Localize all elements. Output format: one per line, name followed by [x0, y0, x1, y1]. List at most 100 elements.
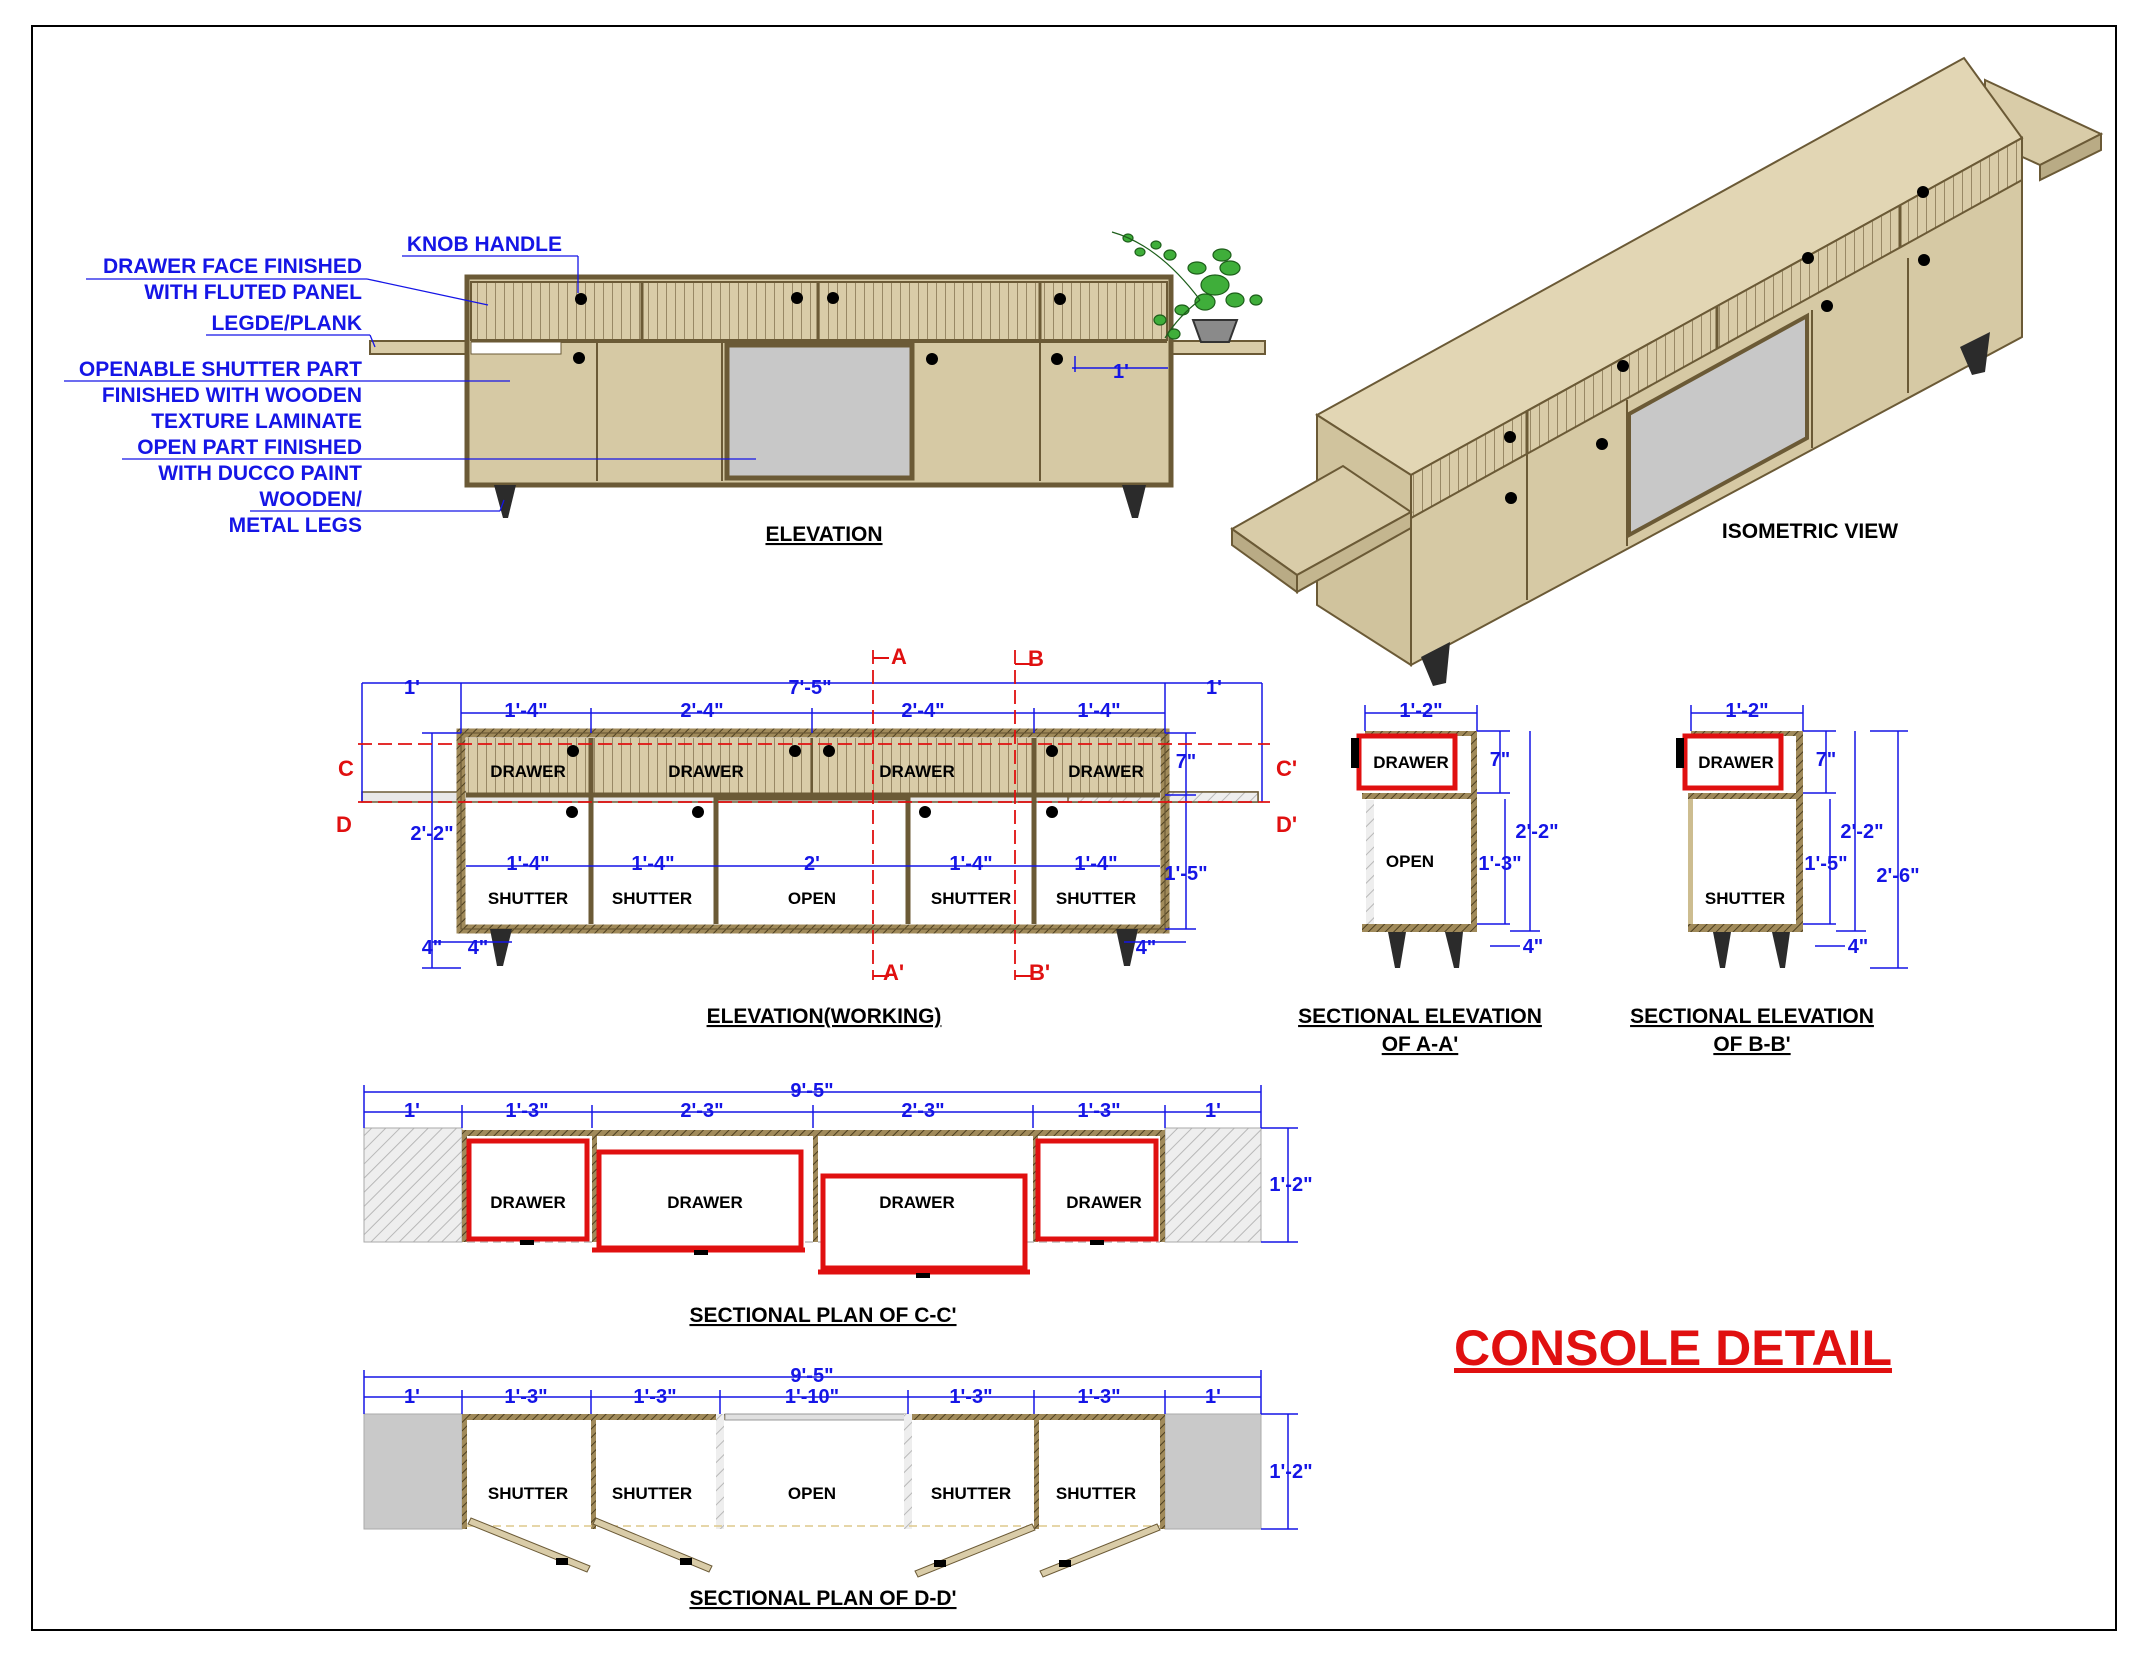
svg-text:OPEN PART FINISHED: OPEN PART FINISHED: [137, 436, 362, 459]
svg-text:1'-4": 1'-4": [1074, 853, 1117, 875]
svg-text:4": 4": [1136, 937, 1157, 959]
svg-text:1'-2": 1'-2": [1269, 1174, 1312, 1196]
svg-text:SHUTTER: SHUTTER: [1705, 889, 1785, 908]
svg-text:DRAWER: DRAWER: [1068, 762, 1144, 781]
svg-text:1'-3": 1'-3": [949, 1386, 992, 1408]
svg-text:DRAWER: DRAWER: [490, 1193, 566, 1212]
svg-text:DRAWER FACE FINISHED: DRAWER FACE FINISHED: [103, 255, 362, 278]
svg-text:1'-4": 1'-4": [506, 853, 549, 875]
svg-text:2'-3": 2'-3": [901, 1100, 944, 1122]
plan-cc: DRAWER DRAWER DRAWER DRAWER 9'-5" 1' 1'-…: [363, 1080, 1313, 1327]
svg-text:SECTIONAL ELEVATION: SECTIONAL ELEVATION: [1298, 1005, 1542, 1028]
svg-text:KNOB HANDLE: KNOB HANDLE: [407, 233, 562, 256]
svg-text:OF B-B': OF B-B': [1713, 1033, 1790, 1056]
drawing-title: CONSOLE DETAIL: [1454, 1320, 1892, 1376]
svg-text:1': 1': [404, 1386, 420, 1408]
section-mark-b2: B': [1029, 960, 1050, 985]
svg-text:2'-2": 2'-2": [1840, 821, 1883, 843]
svg-text:SHUTTER: SHUTTER: [612, 889, 692, 908]
svg-text:1'-10": 1'-10": [785, 1386, 839, 1408]
svg-text:DRAWER: DRAWER: [1373, 753, 1449, 772]
svg-text:LEGDE/PLANK: LEGDE/PLANK: [211, 312, 362, 335]
svg-text:1': 1': [1205, 1100, 1221, 1122]
knob-handles: [573, 292, 1066, 365]
section-mark-d: D: [336, 812, 352, 837]
svg-text:4": 4": [422, 937, 443, 959]
svg-text:1'-3": 1'-3": [504, 1386, 547, 1408]
svg-text:SHUTTER: SHUTTER: [1056, 1484, 1136, 1503]
svg-text:1'-5": 1'-5": [1164, 863, 1207, 885]
svg-text:WOODEN/: WOODEN/: [259, 488, 362, 511]
svg-text:1'-3": 1'-3": [505, 1100, 548, 1122]
svg-text:DRAWER: DRAWER: [667, 1193, 743, 1212]
svg-text:1'-5": 1'-5": [1804, 853, 1847, 875]
svg-text:2'-4": 2'-4": [901, 700, 944, 722]
svg-text:2'-3": 2'-3": [680, 1100, 723, 1122]
elevation-view: 1' DRAWER FACE FINISHED WITH FLUTED PANE…: [64, 231, 1266, 546]
working-elevation-title: ELEVATION(WORKING): [707, 1005, 942, 1028]
isometric-view: ISOMETRIC VIEW: [1230, 56, 2104, 686]
working-elevation: DRAWER DRAWER DRAWER DRAWER SHUTTER SHUT…: [336, 644, 1297, 1028]
svg-text:TEXTURE LAMINATE: TEXTURE LAMINATE: [151, 410, 362, 433]
svg-text:1'-3": 1'-3": [1077, 1100, 1120, 1122]
svg-text:WITH DUCCO PAINT: WITH DUCCO PAINT: [158, 462, 362, 485]
svg-text:SHUTTER: SHUTTER: [488, 1484, 568, 1503]
svg-text:7": 7": [1490, 749, 1511, 771]
svg-text:OPEN: OPEN: [788, 1484, 836, 1503]
section-mark-a: A: [891, 644, 907, 669]
elevation-callouts: DRAWER FACE FINISHED WITH FLUTED PANEL K…: [64, 233, 756, 537]
svg-text:DRAWER: DRAWER: [879, 762, 955, 781]
svg-text:METAL LEGS: METAL LEGS: [229, 514, 362, 537]
svg-text:SHUTTER: SHUTTER: [1056, 889, 1136, 908]
svg-text:1': 1': [1206, 677, 1222, 699]
svg-text:OF A-A': OF A-A': [1382, 1033, 1459, 1056]
working-drawer-labels: DRAWER DRAWER DRAWER DRAWER: [490, 762, 1144, 781]
svg-text:1'-4": 1'-4": [504, 700, 547, 722]
svg-text:SHUTTER: SHUTTER: [931, 889, 1011, 908]
svg-text:2'-2": 2'-2": [1515, 821, 1558, 843]
section-aa: DRAWER OPEN 1'-2" 7" 2'-2" 1'-3" 4" SECT…: [1298, 700, 1559, 1056]
svg-text:7'-5": 7'-5": [788, 677, 831, 699]
svg-text:2'-6": 2'-6": [1876, 865, 1919, 887]
svg-text:4": 4": [1523, 936, 1544, 958]
svg-text:DRAWER: DRAWER: [1066, 1193, 1142, 1212]
section-bb: DRAWER SHUTTER 1'-2" 7" 2'-2" 1'-5" 2'-6…: [1630, 700, 1920, 1056]
plan-dd-title: SECTIONAL PLAN OF D-D': [689, 1587, 956, 1610]
svg-text:1': 1': [404, 677, 420, 699]
svg-text:OPEN: OPEN: [1386, 852, 1434, 871]
svg-text:4": 4": [1848, 936, 1869, 958]
svg-text:2'-2": 2'-2": [410, 823, 453, 845]
svg-text:9'-5": 9'-5": [790, 1365, 833, 1387]
svg-text:WITH FLUTED PANEL: WITH FLUTED PANEL: [144, 281, 362, 304]
svg-text:OPEN: OPEN: [788, 889, 836, 908]
sheet-border: [31, 25, 2117, 1631]
svg-text:1'-4": 1'-4": [631, 853, 674, 875]
section-mark-c2: C': [1276, 756, 1297, 781]
section-mark-a2: A': [883, 960, 904, 985]
leg-left: [494, 485, 516, 518]
leg-right: [1122, 485, 1146, 518]
svg-text:1'-2": 1'-2": [1399, 700, 1442, 722]
svg-text:1'-2": 1'-2": [1269, 1461, 1312, 1483]
section-mark-c: C: [338, 756, 354, 781]
svg-text:1': 1': [1205, 1386, 1221, 1408]
svg-text:SHUTTER: SHUTTER: [931, 1484, 1011, 1503]
svg-text:2'-4": 2'-4": [680, 700, 723, 722]
svg-text:2': 2': [804, 853, 820, 875]
svg-text:SHUTTER: SHUTTER: [612, 1484, 692, 1503]
section-mark-b: B: [1028, 646, 1044, 671]
svg-text:1'-3": 1'-3": [633, 1386, 676, 1408]
dim-ledge: 1': [1113, 361, 1129, 383]
svg-text:7": 7": [1176, 751, 1197, 773]
working-cell-labels: SHUTTER SHUTTER OPEN SHUTTER SHUTTER: [488, 889, 1136, 908]
svg-text:1'-4": 1'-4": [949, 853, 992, 875]
svg-text:7": 7": [1816, 749, 1837, 771]
svg-text:9'-5": 9'-5": [790, 1080, 833, 1102]
isometric-title: ISOMETRIC VIEW: [1722, 520, 1898, 543]
svg-text:DRAWER: DRAWER: [879, 1193, 955, 1212]
svg-text:1'-4": 1'-4": [1077, 700, 1120, 722]
elevation-title: ELEVATION: [765, 523, 882, 546]
plant-icon: [1111, 231, 1263, 343]
